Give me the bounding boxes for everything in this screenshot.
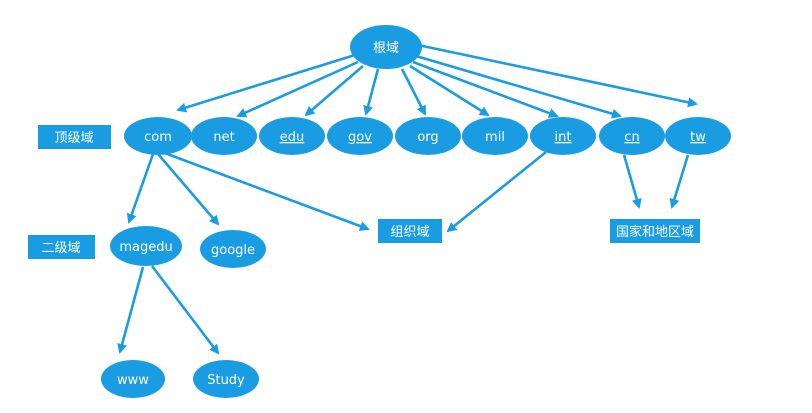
node-com: com	[124, 117, 192, 155]
edge-root-org	[400, 68, 427, 116]
edge-root-tw	[417, 43, 698, 108]
node-study: Study	[193, 360, 259, 398]
node-tw: tw	[665, 117, 731, 155]
node-root-label: 根域	[373, 41, 399, 56]
node-cn: cn	[599, 117, 665, 155]
edge-com-orgdomain	[161, 150, 370, 231]
label-country-text: 国家和地区域	[616, 224, 694, 240]
edge-root-edu	[304, 65, 364, 117]
edges	[117, 43, 698, 355]
edge-root-mil	[409, 64, 490, 117]
node-int: int	[530, 117, 596, 155]
node-magedu-label: magedu	[119, 240, 172, 255]
node-net-label: net	[213, 130, 234, 145]
node-google: google	[200, 230, 266, 268]
label-country: 国家和地区域	[610, 219, 700, 243]
label-tld-text: 顶级域	[54, 131, 93, 146]
node-org-label: org	[417, 130, 438, 145]
node-study-label: Study	[207, 373, 245, 388]
node-cn-label: cn	[624, 130, 639, 145]
label-tld: 顶级域	[38, 125, 111, 149]
node-root: 根域	[350, 25, 422, 69]
label-second-level: 二级域	[28, 235, 95, 259]
node-edu: edu	[259, 117, 325, 155]
node-net: net	[191, 117, 257, 155]
edge-root-int	[412, 60, 559, 118]
node-magedu: magedu	[110, 226, 182, 266]
node-mil-label: mil	[485, 130, 505, 145]
node-gov: gov	[327, 117, 393, 155]
edge-magedu-study	[150, 265, 220, 355]
edge-int-orgdomain	[446, 150, 547, 233]
node-mil: mil	[462, 117, 528, 155]
node-tw-label: tw	[690, 130, 706, 145]
edge-com-google	[157, 153, 220, 226]
edge-magedu-www	[117, 266, 145, 354]
node-com-label: com	[144, 130, 172, 145]
node-www-label: www	[117, 373, 149, 388]
node-int-label: int	[555, 130, 572, 145]
node-gov-label: gov	[348, 130, 372, 145]
edge-root-com	[176, 53, 356, 113]
edge-tw-country	[669, 154, 690, 209]
edge-root-cn	[415, 54, 622, 119]
node-edu-label: edu	[280, 130, 305, 145]
edge-root-gov	[363, 68, 380, 116]
label-organization-text: 组织域	[390, 225, 429, 240]
edge-com-magedu	[126, 153, 155, 224]
node-google-label: google	[211, 243, 255, 258]
edge-cn-country	[622, 154, 642, 209]
node-org: org	[395, 117, 461, 155]
node-www: www	[101, 360, 165, 398]
label-organization: 组织域	[378, 219, 442, 243]
label-second-level-text: 二级域	[41, 241, 80, 256]
edge-root-net	[236, 60, 359, 118]
